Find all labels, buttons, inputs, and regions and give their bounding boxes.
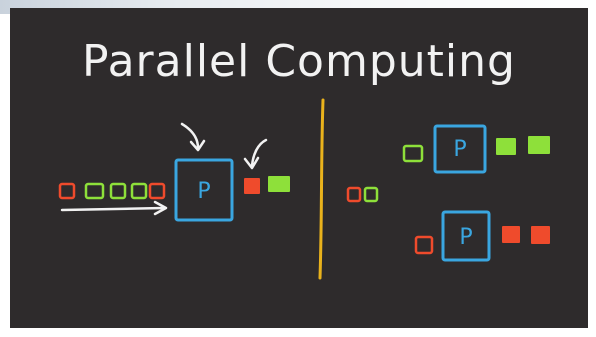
processor-label: P (459, 225, 472, 250)
processor: P (174, 158, 234, 222)
queued-task-green (402, 144, 424, 163)
pointer-arrow (180, 122, 206, 152)
processed-task-green (528, 136, 550, 154)
processed-task-green (496, 138, 516, 155)
pointer-arrow (243, 138, 268, 170)
queued-task-red (148, 182, 166, 200)
queued-task-red (414, 235, 434, 255)
processor-bottom: P (441, 210, 491, 262)
queued-task-green (109, 182, 127, 200)
processed-task-green (268, 176, 290, 192)
input-arrow (60, 200, 168, 216)
processor-label: P (197, 179, 210, 204)
serial-section: P (58, 122, 290, 222)
parallel-diagram: P P (58, 98, 550, 280)
processed-task-red (531, 226, 550, 244)
incoming-task-red (346, 186, 362, 203)
processor-top: P (433, 124, 487, 174)
processed-task-red (502, 226, 520, 243)
incoming-task-green (363, 186, 379, 203)
queued-task-green (84, 182, 105, 200)
processor-label: P (453, 137, 466, 162)
divider-line (318, 98, 325, 280)
processed-task-red (244, 178, 260, 194)
chalkboard: Parallel Computing P (10, 8, 588, 328)
queued-task-red (58, 182, 76, 200)
parallel-section: P P (346, 124, 550, 262)
queued-task-green (130, 182, 148, 200)
page-title: Parallel Computing (82, 36, 516, 87)
